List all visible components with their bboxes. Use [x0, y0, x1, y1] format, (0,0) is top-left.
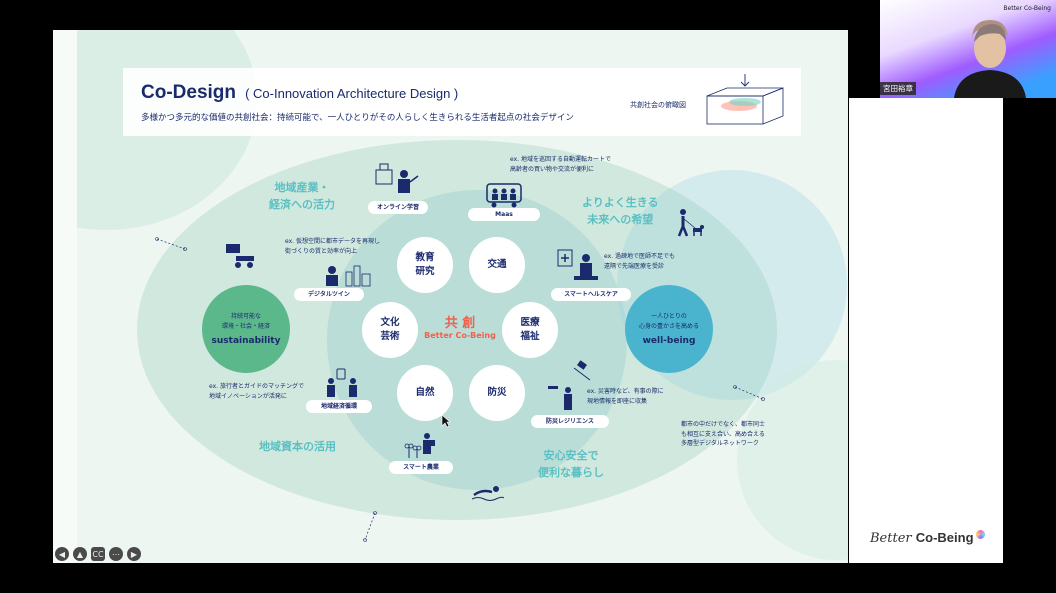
circle-education-label: 教育 研究 — [415, 251, 435, 277]
birdseye-box-icon — [706, 74, 784, 125]
captions-icon[interactable]: CC — [91, 547, 105, 561]
dog-walker-icon — [677, 209, 704, 237]
brand-name: Co-Being — [915, 530, 974, 545]
network-line-decoration — [733, 385, 765, 401]
header-card: Co-Design ( Co-Innovation Architecture D… — [123, 68, 801, 136]
more-options-icon[interactable]: ⋯ — [109, 547, 123, 561]
theme-resources: 地域資本の活用 — [259, 440, 336, 453]
wellbeing-desc: 一人ひとりの 心身の豊かさを高める — [638, 313, 699, 330]
slide-subtitle: ( Co-Innovation Architecture Design ) — [245, 86, 459, 101]
remote-medical-icon — [557, 249, 598, 280]
circle-nature-label: 自然 — [415, 386, 435, 398]
smart-agriculture-icon — [404, 433, 435, 458]
theme-safety: 安心安全で 便利な暮らし — [538, 449, 604, 479]
circle-disaster: 防災 — [469, 365, 525, 421]
note-disaster: ex. 災害時など、有事の際に 現地情報を即座に収集 — [587, 388, 664, 405]
note-maas: ex. 地域を巡回する自動運転カートで 高齢者の買い物や交流が便利に — [510, 156, 611, 173]
prev-slide-icon[interactable]: ◀ — [55, 547, 69, 561]
tag-smart-agriculture: スマート農業 — [389, 461, 453, 474]
tag-maas: Maas — [468, 208, 540, 221]
slide: Co-Design ( Co-Innovation Architecture D… — [77, 30, 848, 563]
network-line-decoration — [155, 237, 187, 251]
tag-online-learning: オンライン学習 — [368, 201, 428, 214]
presentation-slide-area: Co-Design ( Co-Innovation Architecture D… — [53, 30, 848, 563]
next-slide-icon[interactable]: ▶ — [127, 547, 141, 561]
brand-logo: Better Co-Being — [870, 530, 985, 546]
circle-medical: 医療 福祉 — [502, 302, 558, 358]
tourism-guide-icon — [327, 368, 357, 397]
circle-medical-label: 医療 福祉 — [520, 316, 540, 342]
birdseye-label: 共創社会の俯瞰図 — [630, 101, 686, 109]
sustainability-label: sustainability — [211, 335, 281, 346]
circle-transport: 交通 — [469, 237, 525, 293]
center-cocreation: 共 創 Better Co-Being — [419, 312, 501, 340]
digital-twin-icon — [326, 265, 371, 287]
circle-transport-label: 交通 — [487, 258, 507, 270]
theme-industry: 地域産業・ 経済への活力 — [269, 181, 335, 211]
sustainability-desc: 持続可能な 環境・社会・経済 — [221, 313, 270, 330]
speaker-name-tag: 宮田裕章 — [880, 82, 916, 95]
tag-digital-twin: デジタルツイン — [294, 288, 364, 301]
online-learning-icon — [375, 163, 419, 193]
circle-nature: 自然 — [397, 365, 453, 421]
circle-culture-label: 文化 芸術 — [380, 316, 400, 342]
brand-prefix: Better — [870, 531, 912, 546]
note-tourism: ex. 旅行者とガイドのマッチングで 地域イノベーションが活発に — [209, 383, 304, 400]
pointer-tool-icon[interactable]: ▲ — [73, 547, 87, 561]
note-digital-twin: ex. 仮想空間に都市データを再現し 街づくりの質と効率が向上 — [285, 238, 380, 255]
note-health: ex. 過疎地で医師不足でも 遠隔で先端医療を受診 — [604, 253, 675, 270]
sustainability-circle: 持続可能な 環境・社会・経済 sustainability — [202, 285, 290, 373]
satellite-drone-icon — [548, 360, 591, 410]
office-desk-icon — [226, 244, 254, 268]
tag-disaster-resilience: 防災レジリエンス — [531, 415, 609, 428]
speaker-figure — [954, 20, 1026, 98]
center-label: 共 創 — [444, 316, 476, 331]
network-line-decoration — [363, 511, 377, 542]
title-row: Co-Design ( Co-Innovation Architecture D… — [141, 82, 458, 104]
swimmer-icon — [471, 486, 504, 501]
slideshow-controls: ◀ ▲ CC ⋯ ▶ — [55, 547, 141, 561]
note-network: 都市の中だけでなく、都市同士 も相互に支え合い、高め合える 多層型デジタルネット… — [681, 421, 766, 448]
wellbeing-circle: 一人ひとりの 心身の豊かさを高める well-being — [625, 285, 713, 373]
tag-smart-healthcare: スマートヘルスケア — [551, 288, 631, 301]
wellbeing-label: well-being — [642, 335, 696, 346]
video-brand-logo: Better Co-Being — [1003, 5, 1051, 12]
circle-culture: 文化 芸術 — [362, 302, 418, 358]
center-sublabel: Better Co-Being — [424, 331, 496, 340]
right-side-panel: Better Co-Being — [849, 98, 1003, 563]
mouse-cursor-icon — [441, 414, 451, 428]
maas-cart-icon — [486, 183, 522, 208]
speaker-video: Better Co-Being 宮田裕章 — [880, 0, 1056, 98]
circle-education: 教育 研究 — [397, 237, 453, 293]
tag-local-economy: 地域経済循環 — [306, 400, 372, 413]
brand-dot-icon — [975, 530, 985, 539]
theme-future: よりよく生きる 未来への希望 — [582, 196, 659, 226]
slide-tagline: 多様かつ多元的な価値の共創社会：持続可能で、一人ひとりがその人らしく生きられる生… — [141, 113, 574, 123]
slide-title: Co-Design — [141, 82, 236, 103]
circle-disaster-label: 防災 — [487, 386, 507, 398]
